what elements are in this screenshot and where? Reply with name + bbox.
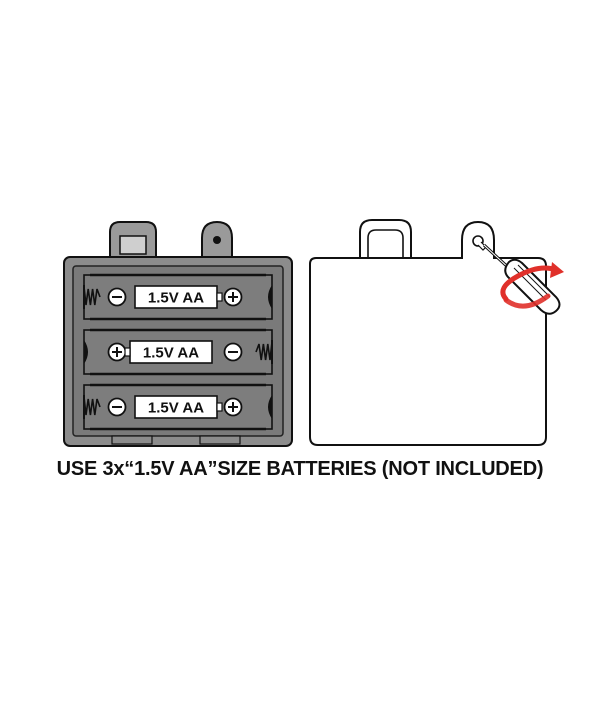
battery-label: 1.5V AA (148, 400, 204, 417)
spring-contact-icon (83, 395, 101, 419)
screw-hole-icon (213, 236, 221, 244)
plus-terminal-icon (223, 397, 243, 417)
flat-contact-icon (268, 285, 272, 309)
battery-cover (309, 219, 564, 446)
battery-label: 1.5V AA (143, 345, 199, 362)
spring-contact-icon (83, 285, 101, 309)
plus-terminal-icon (223, 287, 243, 307)
cover-plate (309, 220, 547, 446)
rotate-arrow-icon (500, 262, 564, 309)
minus-terminal-icon (107, 287, 127, 307)
battery-label: 1.5V AA (148, 290, 204, 307)
battery-cell: 1.5V AA (83, 273, 273, 321)
battery-instruction-caption: USE 3x“1.5V AA”SIZE BATTERIES (NOT INCLU… (56, 458, 544, 480)
spring-contact-icon (255, 340, 273, 364)
battery-cell: 1.5V AA (83, 328, 273, 376)
minus-terminal-icon (107, 397, 127, 417)
flat-contact-icon (84, 340, 88, 364)
minus-terminal-icon (223, 342, 243, 362)
screw-icon (472, 235, 487, 251)
plus-terminal-icon (107, 342, 127, 362)
open-battery-compartment: 1.5V AA 1.5V AA 1.5V AA (63, 220, 293, 447)
battery-cell: 1.5V AA (83, 383, 273, 431)
flat-contact-icon (268, 395, 272, 419)
